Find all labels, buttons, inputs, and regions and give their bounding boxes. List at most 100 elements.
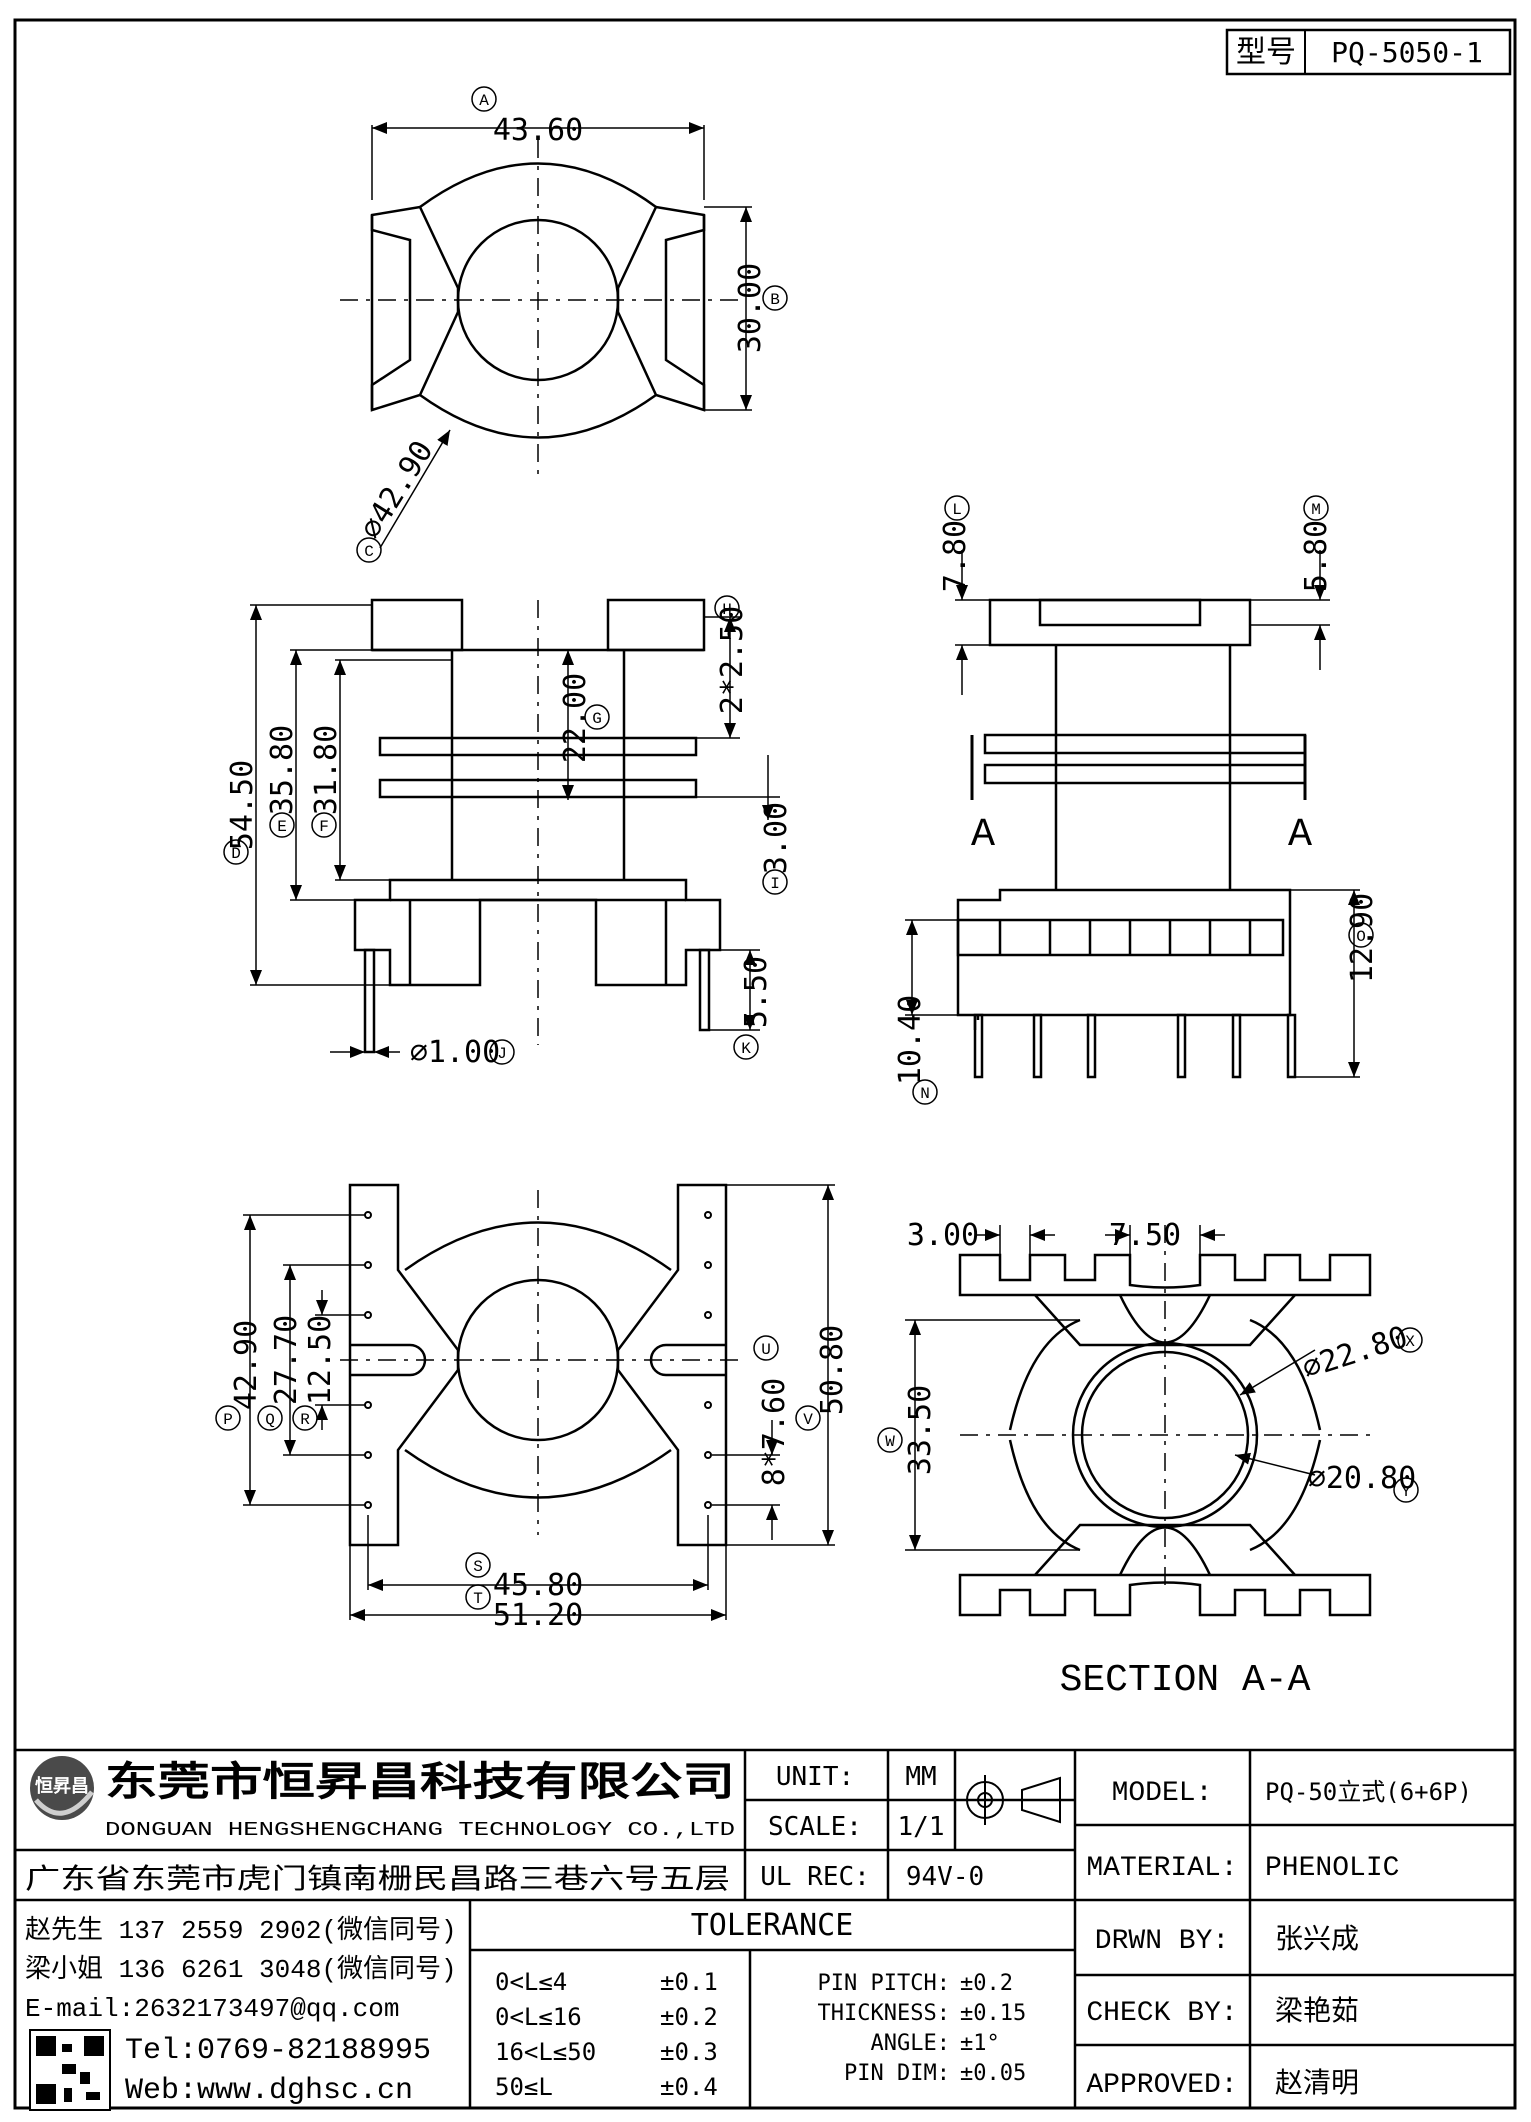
dim-w: 33.50 xyxy=(903,1385,938,1475)
tag-a: A xyxy=(479,92,489,110)
ulrec-value: 94V-0 xyxy=(906,1862,984,1892)
dim-m: 5.80 xyxy=(1299,520,1334,592)
tag-b: B xyxy=(770,291,780,309)
approved-value: 赵清明 xyxy=(1275,2067,1359,2101)
tag-k: K xyxy=(741,1040,751,1058)
tol-value-3: ±0.3 xyxy=(660,2038,718,2066)
dim-b: 30.00 xyxy=(733,263,768,353)
tol-value-4: ±0.4 xyxy=(660,2073,718,2101)
part-number-label: 型号 xyxy=(1236,36,1296,72)
tag-t: T xyxy=(473,1590,483,1608)
side-view-labels: 7.80 L 5.80 M 10.40 N 12.90 O A A xyxy=(893,495,1380,1105)
tag-u: U xyxy=(761,1341,771,1359)
title-block-text: 东莞市恒昇昌科技有限公司 DONGUAN HENGSHENGCHANG TECH… xyxy=(25,1760,1472,2108)
tol-range-3: 16<L≤50 xyxy=(495,2038,596,2066)
tol-value-2: ±0.2 xyxy=(660,2003,718,2031)
drawing-border xyxy=(13,18,1517,2110)
side-view xyxy=(905,550,1360,1079)
tol-misc-value-4: ±0.05 xyxy=(960,2061,1026,2086)
dim-c: ⌀42.90 xyxy=(353,435,440,545)
tag-h: H xyxy=(722,601,732,619)
dim-3: 3.00 xyxy=(907,1218,979,1253)
dim-a: 43.60 xyxy=(493,113,583,148)
tol-misc-label-1: PIN PITCH: xyxy=(818,1971,950,1996)
tag-m: M xyxy=(1311,501,1321,519)
bottom-view-labels: 42.90 P 27.70 Q 12.50 R 45.80 S 51.20 T … xyxy=(215,1315,850,1633)
tol-range-4: 50≤L xyxy=(495,2073,553,2101)
dim-k: 5.50 xyxy=(739,956,774,1028)
company-name-cn: 东莞市恒昇昌科技有限公司 xyxy=(105,1760,735,1808)
front-view xyxy=(250,598,780,1058)
tag-w: W xyxy=(885,1433,895,1451)
dim-l: 7.80 xyxy=(938,520,973,592)
dim-p: 42.90 xyxy=(229,1320,264,1410)
tag-s: S xyxy=(473,1558,483,1576)
tag-f: F xyxy=(319,818,329,836)
dim-y: ⌀20.80 xyxy=(1308,1461,1416,1496)
tag-y: Y xyxy=(1401,1483,1411,1501)
dim-s: 45.80 xyxy=(493,1568,583,1603)
tol-misc-label-3: ANGLE: xyxy=(871,2031,950,2056)
logo-text: 恒昇昌 xyxy=(35,1775,89,1798)
bottom-view xyxy=(243,1183,835,1621)
dim-h: 2*2.50 xyxy=(715,606,750,714)
dim-r: 12.50 xyxy=(303,1315,338,1405)
company-logo: 恒昇昌 xyxy=(30,1756,94,1820)
tag-l: L xyxy=(952,501,962,519)
dim-v: 50.80 xyxy=(815,1325,850,1415)
tol-range-1: 0<L≤4 xyxy=(495,1968,567,1996)
part-number-box: 型号 PQ-5050-1 xyxy=(1225,28,1512,76)
contact-email: E-mail:2632173497@qq.com xyxy=(25,1994,399,2024)
tolerance-title: TOLERANCE xyxy=(691,1908,854,1943)
model-label: MODEL: xyxy=(1112,1778,1213,1809)
tag-p: P xyxy=(223,1411,233,1429)
scale-label: SCALE: xyxy=(768,1812,862,1842)
approved-label: APPROVED: xyxy=(1086,2070,1237,2101)
projection-symbol-icon xyxy=(960,1775,1061,1825)
section-cut-left: A xyxy=(971,813,995,858)
tol-misc-value-3: ±1° xyxy=(960,2031,1000,2056)
tol-misc-label-4: PIN DIM: xyxy=(844,2061,950,2086)
tag-i: I xyxy=(770,875,780,893)
dim-7-5: 7.50 xyxy=(1109,1218,1181,1253)
tag-r: R xyxy=(300,1411,310,1429)
unit-label: UNIT: xyxy=(776,1762,854,1792)
tag-v: V xyxy=(803,1411,813,1429)
qr-code xyxy=(29,2029,111,2111)
tag-x: X xyxy=(1405,1333,1415,1351)
tag-d: D xyxy=(231,845,241,863)
dim-f: 31.80 xyxy=(309,725,344,815)
part-number-value: PQ-5050-1 xyxy=(1331,36,1483,69)
tol-misc-value-2: ±0.15 xyxy=(960,2001,1026,2026)
front-view-labels: 54.50 D 35.80 E 31.80 F 22.00 G 2*2.50 H… xyxy=(223,595,794,1070)
dim-o: 12.90 xyxy=(1345,893,1380,983)
section-cut-right: A xyxy=(1288,813,1312,858)
title-block xyxy=(15,1748,1515,2108)
tag-j: J xyxy=(497,1045,507,1063)
tag-o: O xyxy=(1356,928,1366,946)
dim-t: 51.20 xyxy=(493,1598,583,1633)
company-address: 广东省东莞市虎门镇南栅民昌路三巷六号五层 xyxy=(25,1863,730,1897)
contact-tel: Tel:0769-82188995 xyxy=(125,2034,431,2068)
tol-range-2: 0<L≤16 xyxy=(495,2003,582,2031)
dim-x: ⌀22.80 xyxy=(1298,1320,1412,1387)
dim-g: 22.00 xyxy=(558,673,593,763)
dim-u: 8*7.60 xyxy=(757,1378,792,1486)
top-view xyxy=(340,122,752,549)
section-view xyxy=(905,1225,1372,1617)
contact-web: Web:www.dghsc.cn xyxy=(125,2074,413,2108)
tol-misc-value-1: ±0.2 xyxy=(960,1971,1013,1996)
section-title: SECTION A-A xyxy=(1060,1659,1311,1702)
check-value: 梁艳茹 xyxy=(1275,1995,1359,2029)
tag-n: N xyxy=(920,1085,930,1103)
ulrec-label: UL REC: xyxy=(760,1862,870,1892)
dim-n: 10.40 xyxy=(893,995,928,1085)
unit-value: MM xyxy=(905,1762,936,1792)
tag-q: Q xyxy=(265,1411,275,1429)
dim-q: 27.70 xyxy=(269,1315,304,1405)
drawn-value: 张兴成 xyxy=(1275,1923,1359,1957)
dim-j: ⌀1.00 xyxy=(410,1035,500,1070)
scale-value: 1/1 xyxy=(898,1812,945,1842)
dim-i: 3.00 xyxy=(759,802,794,874)
drawn-label: DRWN BY: xyxy=(1095,1926,1229,1957)
